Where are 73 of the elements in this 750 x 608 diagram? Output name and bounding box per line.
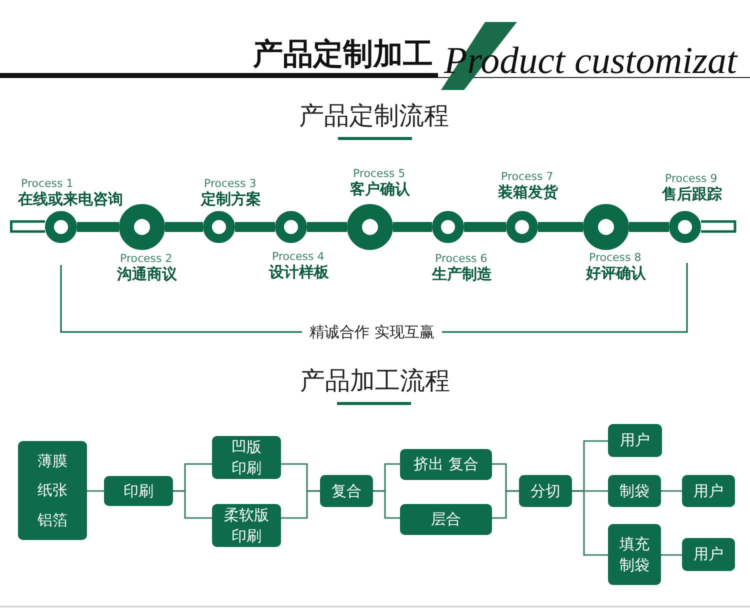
page-title: 产品定制加工 xyxy=(253,37,433,73)
step-number: Process 7 xyxy=(501,170,554,183)
connector-line xyxy=(373,490,400,519)
process-label: 用户 xyxy=(694,544,724,565)
connector-line xyxy=(661,490,682,492)
timeline-bar xyxy=(77,222,119,232)
process-box xyxy=(212,436,281,479)
step-label: 设计样板 xyxy=(269,263,329,281)
process-label: 制袋 xyxy=(620,480,650,502)
step-number: Process 8 xyxy=(589,251,642,264)
process-box xyxy=(682,538,735,571)
step-ring xyxy=(45,211,77,243)
timeline-bar xyxy=(629,222,669,232)
process-label: 分切 xyxy=(530,480,560,502)
process-box xyxy=(18,441,87,540)
timeline-bar xyxy=(538,222,583,232)
process-label: 铝箔 xyxy=(38,510,68,530)
step-number: Process 1 xyxy=(21,177,74,190)
step-ring xyxy=(583,204,629,250)
process-box xyxy=(682,475,735,507)
process-box xyxy=(608,475,661,507)
step-label: 客户确认 xyxy=(350,180,410,198)
process-label: 用户 xyxy=(694,480,724,502)
step-label: 生产制造 xyxy=(432,265,492,283)
connector-line xyxy=(572,490,608,556)
timeline-bar xyxy=(464,222,506,232)
process-label: 薄膜 xyxy=(38,450,68,471)
step-number: Process 4 xyxy=(272,250,324,263)
step-label: 装箱发货 xyxy=(498,183,558,201)
step-ring xyxy=(506,211,538,243)
process-label: 挤出 复合 xyxy=(414,454,478,475)
step-label: 售后跟踪 xyxy=(662,185,722,203)
step-number: Process 9 xyxy=(665,172,718,185)
step-label: 在线或来电咨询 xyxy=(18,190,123,208)
step-label: 沟通商议 xyxy=(117,265,177,283)
process-label: 印刷 xyxy=(124,480,154,502)
process-box xyxy=(608,424,662,457)
connector-line xyxy=(87,490,104,492)
connector-line xyxy=(173,490,212,519)
timeline-bar xyxy=(393,222,432,232)
step-label: 好评确认 xyxy=(586,264,646,282)
process-label: 纸张 xyxy=(38,480,68,501)
section-title: 产品加工流程 xyxy=(300,366,450,396)
process-box xyxy=(608,524,661,585)
process-label: 层合 xyxy=(431,509,461,530)
section-title: 产品定制流程 xyxy=(299,101,449,131)
connector-line xyxy=(492,490,519,519)
step-ring xyxy=(669,211,701,243)
process-box xyxy=(519,475,572,507)
step-ring xyxy=(347,204,393,250)
step-number: Process 5 xyxy=(353,167,406,180)
step-ring xyxy=(275,211,307,243)
timeline-bar xyxy=(307,222,347,232)
step-ring xyxy=(203,211,235,243)
timeline-bar xyxy=(165,222,203,232)
process-box xyxy=(400,504,492,535)
process-label: 复合 xyxy=(332,480,362,502)
step-number: Process 6 xyxy=(435,252,488,265)
connector-line xyxy=(661,554,682,556)
process-box xyxy=(212,504,281,547)
connector-line xyxy=(281,490,320,519)
process-box xyxy=(320,475,373,507)
process-label: 凹版印刷 xyxy=(230,437,262,478)
step-number: Process 2 xyxy=(120,252,172,265)
step-ring xyxy=(432,211,464,243)
process-box xyxy=(104,476,173,506)
step-number: Process 3 xyxy=(204,177,256,190)
process-box xyxy=(400,449,492,480)
process-label: 柔软版印刷 xyxy=(223,505,270,546)
process-label: 填充制袋 xyxy=(618,534,650,575)
step-label: 定制方案 xyxy=(201,190,261,208)
timeline-bar xyxy=(235,222,275,232)
process-label: 用户 xyxy=(620,430,650,451)
